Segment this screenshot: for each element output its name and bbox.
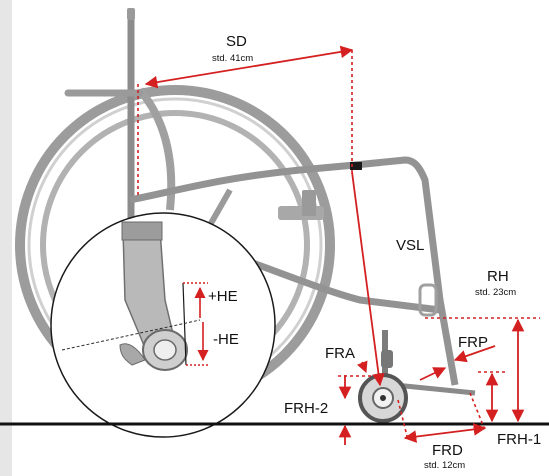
left-edge-strip [0,0,12,476]
vsl-arrow [351,171,385,387]
caster-housing [381,350,393,368]
frd-left-guide [397,399,409,441]
inset-axle [153,339,177,361]
he-plus-label: +HE [208,288,238,305]
clamp-block [278,206,324,220]
dimension-lines [137,45,540,445]
frp-label: FRP [458,334,488,351]
he-minus-label: -HE [213,331,239,348]
frd-right-guide [469,392,486,431]
clamp-post [302,190,316,216]
frp-arrow-1 [453,345,496,363]
sd-dimension-arrow [144,45,354,89]
frd-standard-label: std. 12cm [424,460,465,471]
he-scale-line [182,282,187,366]
fra-arrow [357,360,368,374]
front-frame [354,156,459,386]
dimension-labels: SD std. 41cm VSL RH std. 23cm FRP FRA FR… [208,33,541,471]
sd-label: SD [226,33,247,50]
front-guard [418,283,438,317]
inset-bracket [119,343,146,366]
caster-axle [380,395,386,401]
cross-brace [207,188,233,227]
sd-standard-label: std. 41cm [212,53,253,64]
inset-clamp [121,221,163,241]
frd-arrow [403,423,487,443]
vsl-label: VSL [396,237,424,254]
inset-reference-line [61,319,201,351]
seat-rail-cap [350,162,362,170]
rh-standard-label: std. 23cm [475,287,516,298]
seat-rail [129,161,356,204]
frh1-label: FRH-1 [497,431,541,448]
rh-label: RH [487,268,509,285]
frd-label: FRD [432,442,463,459]
fra-label: FRA [325,345,355,362]
zoom-inset [50,212,276,438]
frh2-label: FRH-2 [284,400,328,417]
frp-arrow-2 [419,367,447,381]
backrest-cap [127,8,135,20]
footrest [394,382,476,396]
